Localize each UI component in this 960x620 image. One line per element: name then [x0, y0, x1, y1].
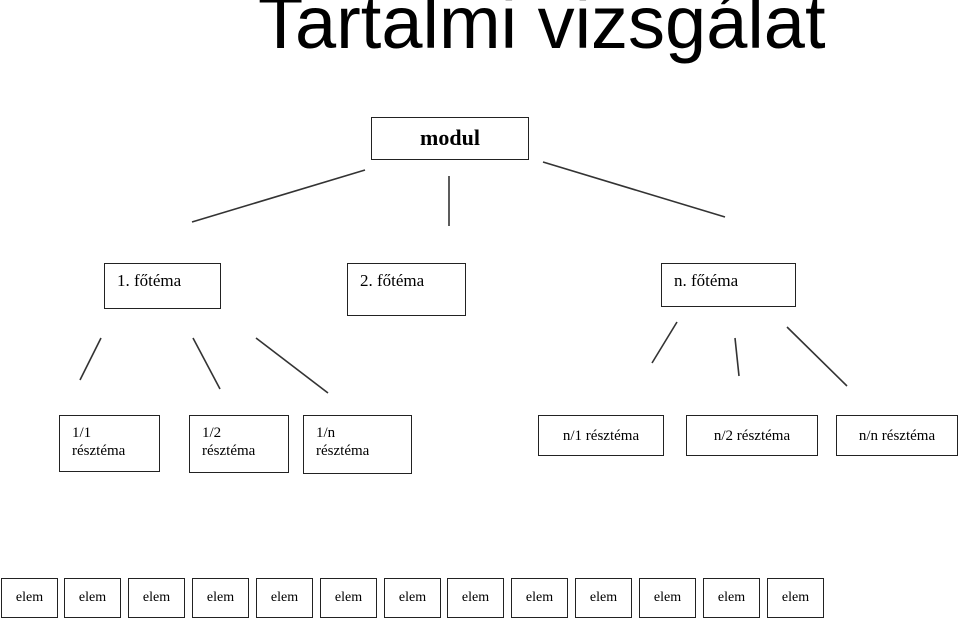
element-node: elem — [192, 578, 249, 618]
connector-line — [786, 326, 848, 387]
element-label: elem — [653, 590, 682, 605]
element-label: elem — [142, 590, 171, 605]
subtopic-label: n/n résztéma — [858, 427, 936, 444]
main-topic-node: 1. főtéma — [104, 263, 221, 309]
subtopic-label-line2: résztéma — [72, 443, 126, 459]
subtopic-label-line1: 1/2 — [202, 425, 222, 441]
subtopic-label: n/1 résztéma — [562, 427, 640, 444]
main-topic-node: 2. főtéma — [347, 263, 466, 316]
subtopic-label: n/2 résztéma — [713, 427, 791, 444]
element-node: elem — [128, 578, 185, 618]
connector-line — [191, 169, 366, 223]
element-node: elem — [575, 578, 632, 618]
element-node: elem — [511, 578, 568, 618]
main-topic-label: 1. főtéma — [117, 271, 182, 290]
connector-line — [192, 337, 221, 390]
main-topic-label: 2. főtéma — [360, 271, 425, 290]
connector-line — [79, 337, 102, 381]
page-title: Tartalmi vizsgálat — [258, 0, 826, 64]
element-label: elem — [525, 590, 554, 605]
subtopic-label-line1: 1/n — [316, 425, 336, 441]
element-label: elem — [781, 590, 810, 605]
connector-line — [734, 337, 740, 377]
element-node: elem — [1, 578, 58, 618]
element-node: elem — [320, 578, 377, 618]
root-label: modul — [420, 125, 480, 151]
element-label: elem — [461, 590, 490, 605]
subtopic-label-line1: 1/1 — [72, 425, 92, 441]
connector-line — [651, 321, 678, 364]
element-label: elem — [270, 590, 299, 605]
root-node: modul — [371, 117, 529, 160]
element-node: elem — [703, 578, 760, 618]
subtopic-node: 1/2 résztéma — [189, 415, 289, 473]
subtopic-node: 1/n résztéma — [303, 415, 412, 474]
element-label: elem — [206, 590, 235, 605]
connector-line — [542, 161, 726, 218]
element-label: elem — [15, 590, 44, 605]
subtopic-node: n/2 résztéma — [686, 415, 818, 456]
connector-line — [255, 337, 329, 394]
subtopic-node: n/1 résztéma — [538, 415, 664, 456]
element-label: elem — [589, 590, 618, 605]
subtopic-node: 1/1 résztéma — [59, 415, 160, 472]
element-node: elem — [64, 578, 121, 618]
subtopic-label-line2: résztéma — [202, 443, 256, 459]
element-node: elem — [639, 578, 696, 618]
element-label: elem — [398, 590, 427, 605]
element-node: elem — [256, 578, 313, 618]
main-topic-node: n. főtéma — [661, 263, 796, 307]
element-node: elem — [767, 578, 824, 618]
element-label: elem — [717, 590, 746, 605]
element-label: elem — [78, 590, 107, 605]
element-label: elem — [334, 590, 363, 605]
main-topic-label: n. főtéma — [674, 271, 739, 290]
subtopic-node: n/n résztéma — [836, 415, 958, 456]
element-node: elem — [447, 578, 504, 618]
subtopic-label-line2: résztéma — [316, 443, 370, 459]
element-node: elem — [384, 578, 441, 618]
